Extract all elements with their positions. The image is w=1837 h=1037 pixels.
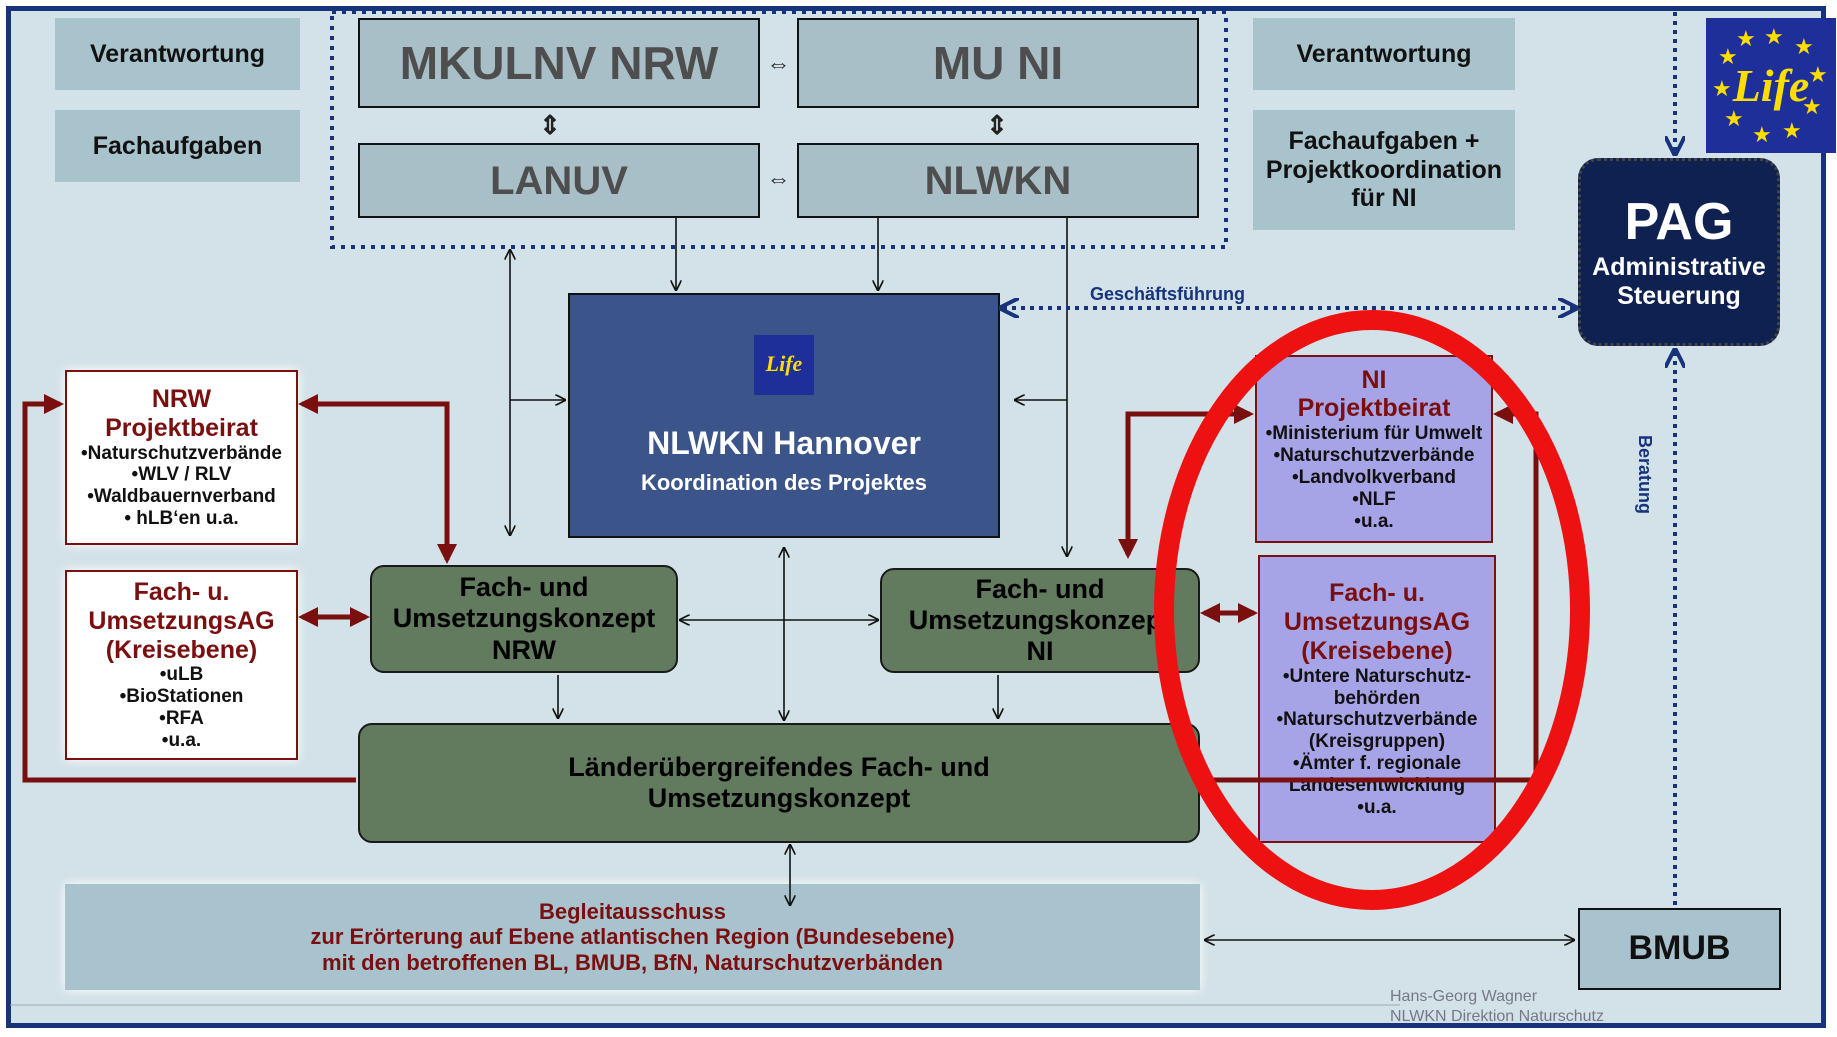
- svg-text:★: ★: [1724, 107, 1744, 132]
- committee-box: Begleitausschuss zur Erörterung auf Eben…: [65, 884, 1200, 990]
- svg-text:★: ★: [1736, 27, 1756, 52]
- ministry-link-arrow: ⇔: [766, 51, 791, 79]
- right-responsibility-label: Verantwortung: [1253, 18, 1515, 90]
- nrw-feedback-loop: [22, 394, 356, 783]
- ministry-ni-box: MU NI: [797, 18, 1199, 108]
- center-life-logo: Life: [754, 335, 814, 396]
- ni-feedback-loop: [1200, 404, 1539, 783]
- ni-working-group-box: Fach- u. UmsetzungsAG (Kreisebene) •Unte…: [1258, 555, 1496, 843]
- svg-text:★: ★: [1752, 123, 1772, 148]
- nrw-vertical-arrow: ⇕: [539, 109, 561, 140]
- svg-text:★: ★: [1802, 95, 1822, 120]
- eu-life-logo-text: Life: [1732, 60, 1810, 111]
- ni-vertical-arrow: ⇕: [986, 109, 1008, 140]
- concept-nrw-box: Fach- und Umsetzungskonzept NRW: [370, 565, 678, 673]
- nrw-working-group-box: Fach- u. UmsetzungsAG (Kreisebene) •uLB …: [65, 570, 298, 760]
- agency-link-arrow: ⇔: [766, 166, 791, 194]
- ministry-nrw-box: MKULNV NRW: [358, 18, 760, 108]
- ni-advisory-box: NI Projektbeirat •Ministerium für Umwelt…: [1255, 355, 1493, 543]
- nrw-advisory-to-concept: [298, 394, 457, 564]
- eu-stars-icon: ★★★ ★★★ ★★★★: [1712, 25, 1828, 148]
- bmub-box: BMUB: [1578, 908, 1781, 990]
- credit-text: Hans-Georg Wagner NLWKN Direktion Naturs…: [1390, 988, 1604, 1025]
- svg-text:★: ★: [1808, 63, 1828, 88]
- ministries-group-outline: [330, 10, 1228, 249]
- eu-life-logo: ★★★ ★★★ ★★★★ Life: [1706, 18, 1836, 153]
- svg-text:★: ★: [1794, 35, 1814, 60]
- pag-box: PAG Administrative Steuerung: [1578, 158, 1780, 346]
- svg-text:★: ★: [1782, 119, 1802, 144]
- svg-text:★: ★: [1718, 45, 1738, 70]
- agency-lanuv-box: LANUV: [358, 143, 760, 218]
- nrw-advisory-box: NRW Projektbeirat •Naturschutzverbände •…: [65, 370, 298, 545]
- left-tasks-label: Fachaufgaben: [55, 110, 300, 182]
- concept-ni-box: Fach- und Umsetzungskonzept NI: [880, 568, 1200, 673]
- svg-text:★: ★: [1764, 25, 1784, 50]
- highlight-circle: [1154, 310, 1590, 910]
- agency-nlwkn-box: NLWKN: [797, 143, 1199, 218]
- center-title: NLWKN Hannover: [647, 425, 921, 462]
- center-subtitle: Koordination des Projektes: [640, 470, 928, 496]
- pag-line2: Steuerung: [1617, 281, 1741, 310]
- pag-line1: Administrative: [1592, 253, 1766, 282]
- svg-text:★: ★: [1712, 77, 1732, 102]
- pag-title: PAG: [1624, 193, 1734, 252]
- left-responsibility-label: Verantwortung: [55, 18, 300, 90]
- cross-state-concept-box: Länderübergreifendes Fach- und Umsetzung…: [358, 723, 1200, 843]
- center-nlwkn-box: Life NLWKN Hannover Koordination des Pro…: [568, 293, 1000, 538]
- right-tasks-label: Fachaufgaben + Projektkoordination für N…: [1253, 110, 1515, 230]
